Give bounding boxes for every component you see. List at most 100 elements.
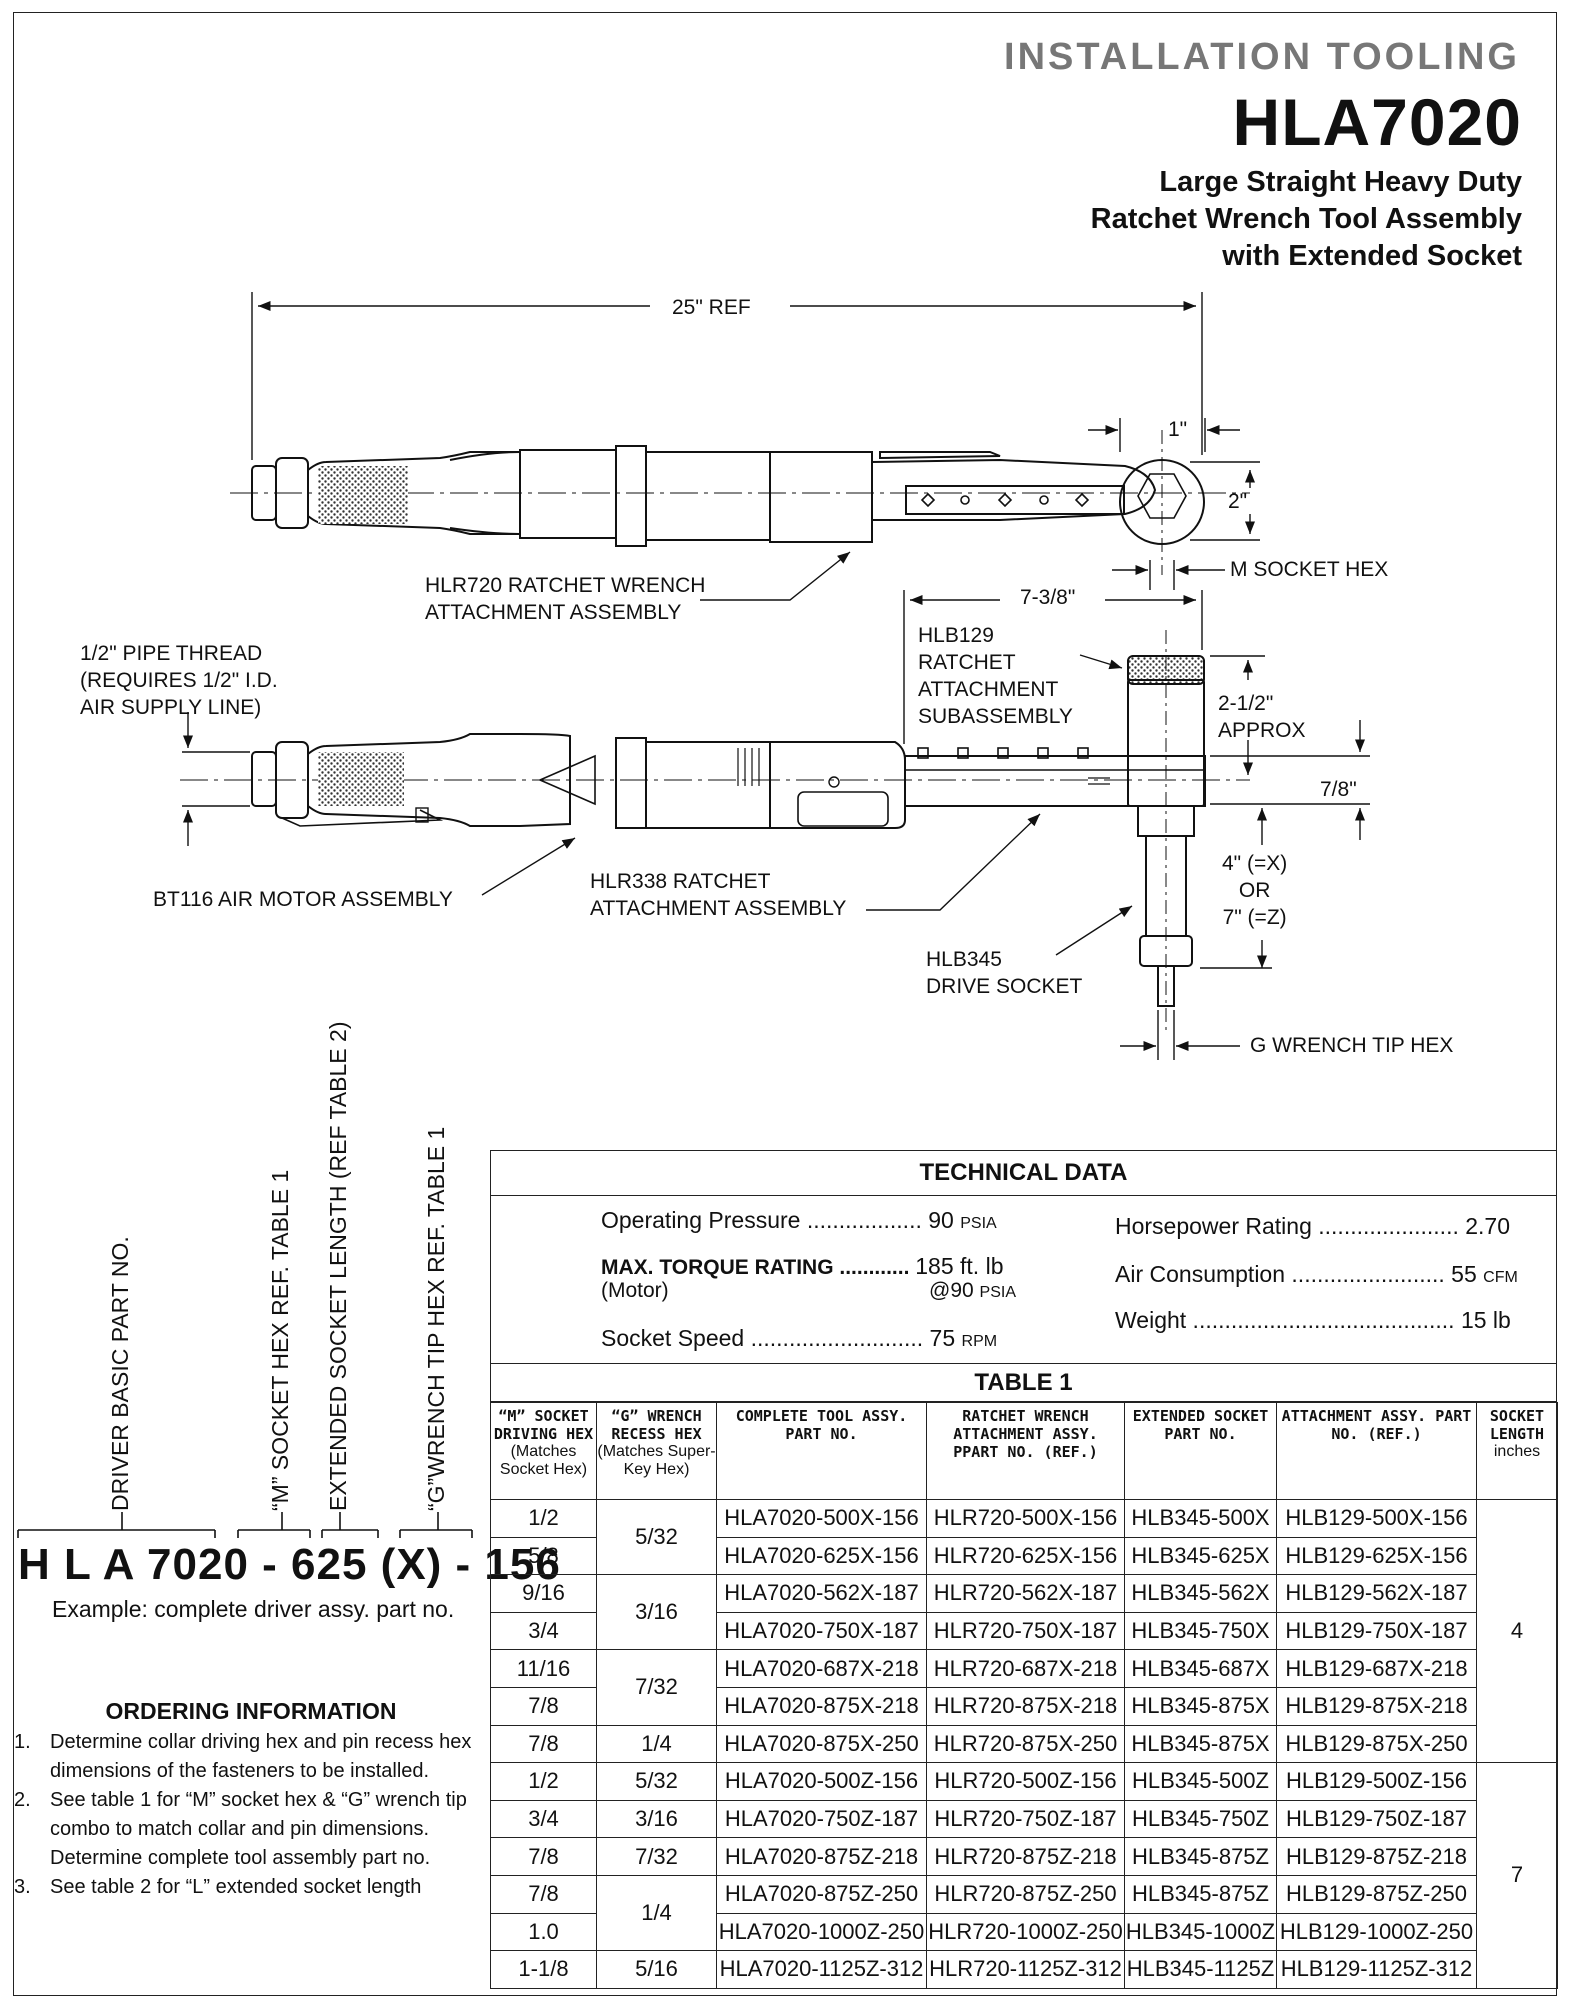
ordering-list: 1. Determine collar driving hex and pin …	[14, 1728, 492, 1902]
cell-complete-tool-part: HLA7020-875Z-250	[716, 1874, 927, 1914]
spec-unit: PSIA	[979, 1284, 1016, 1301]
hlb129-label: HLB129 RATCHET ATTACHMENT SUBASSEMBLY	[918, 622, 1073, 730]
header-text: SOCKET LENGTH	[1489, 1407, 1545, 1443]
item-number: 1.	[14, 1731, 31, 1753]
horsepower-rating: Horsepower Rating ......................…	[1115, 1213, 1510, 1240]
spec-value: 15 lb	[1460, 1307, 1511, 1333]
cell-extended-socket-part: HLB345-500X	[1124, 1499, 1277, 1538]
cell-complete-tool-part: HLA7020-625X-156	[716, 1536, 927, 1576]
cell-extended-socket-part: HLB345-875Z	[1124, 1837, 1277, 1876]
label-line: ATTACHMENT ASSEMBLY	[590, 897, 847, 920]
label-line: 7" (=Z)	[1222, 906, 1287, 929]
cell-ratchet-wrench-part: HLR720-1000Z-250	[926, 1912, 1125, 1952]
cell-g-wrench-hex: 7/32	[596, 1837, 717, 1876]
cell-m-socket-hex: 7/8	[490, 1686, 597, 1726]
cell-ratchet-wrench-part: HLR720-875Z-250	[926, 1874, 1125, 1914]
spec-unit: CFM	[1483, 1269, 1518, 1286]
technical-data-box: TECHNICAL DATA Operating Pressure ......…	[490, 1150, 1557, 1364]
spec-label: Weight .................................…	[1115, 1307, 1455, 1333]
label-line: HLB345	[926, 948, 1002, 971]
cell-g-wrench-hex: 7/32	[596, 1649, 717, 1726]
cell-attachment-part: HLB129-562X-187	[1276, 1574, 1477, 1613]
subtitle-line: Ratchet Wrench Tool Assembly	[1090, 203, 1522, 235]
spec-value: 90	[928, 1207, 954, 1233]
spec-label: Air Consumption ........................	[1115, 1261, 1445, 1287]
spec-value: @90	[929, 1279, 974, 1302]
header-note: (Matches Socket Hex)	[499, 1443, 588, 1478]
cell-m-socket-hex: 7/8	[490, 1724, 597, 1764]
spec-unit: RPM	[961, 1333, 998, 1350]
divider	[491, 1195, 1556, 1196]
cell-ratchet-wrench-part: HLR720-500Z-156	[926, 1762, 1125, 1801]
label-line: HLR720 RATCHET WRENCH	[425, 574, 706, 597]
cell-m-socket-hex: 7/8	[490, 1837, 597, 1876]
subtitle-line: Large Straight Heavy Duty	[1159, 166, 1522, 198]
spec-label: Horsepower Rating ......................	[1115, 1213, 1459, 1239]
header-note: (Matches Super-Key Hex)	[597, 1443, 716, 1478]
operating-pressure: Operating Pressure .................. 90…	[601, 1207, 997, 1234]
dim-2-inch: 2"	[1228, 490, 1248, 513]
cell-m-socket-hex: 11/16	[490, 1649, 597, 1688]
spec-value: 185 ft. lb	[915, 1253, 1004, 1279]
cell-attachment-part: HLB129-625X-156	[1276, 1536, 1477, 1576]
dim-2-1-2-approx: 2-1/2" APPROX	[1218, 690, 1306, 744]
cell-attachment-part: HLB129-500Z-156	[1276, 1762, 1477, 1801]
model-title: HLA7020	[1232, 85, 1522, 159]
cell-extended-socket-part: HLB345-625X	[1124, 1536, 1277, 1576]
list-item: 2. See table 1 for “M” socket hex & “G” …	[14, 1786, 492, 1873]
cell-attachment-part: HLB129-875X-218	[1276, 1686, 1477, 1726]
part-number-brackets	[17, 1512, 473, 1538]
label-m-socket-hex: “M” SOCKET HEX REF. TABLE 1	[267, 1169, 293, 1511]
label-g-wrench-tip-hex: “G”WRENCH TIP HEX REF. TABLE 1	[423, 1126, 449, 1511]
cell-ratchet-wrench-part: HLR720-875X-250	[926, 1724, 1125, 1764]
item-number: 2.	[14, 1789, 31, 1811]
cell-socket-length: 7	[1476, 1762, 1558, 1989]
cell-extended-socket-part: HLB345-500Z	[1124, 1762, 1277, 1801]
cell-attachment-part: HLB129-687X-218	[1276, 1649, 1477, 1688]
spec-label: Operating Pressure ..................	[601, 1207, 922, 1233]
part-number-example: H L A 7020 - 625 (X) - 156	[18, 1540, 561, 1589]
cell-complete-tool-part: HLA7020-500X-156	[716, 1499, 927, 1538]
dim-1-inch: 1"	[1168, 418, 1188, 441]
label-line: 1/2" PIPE THREAD	[80, 642, 263, 665]
label-line: OR	[1238, 879, 1271, 902]
cell-g-wrench-hex: 5/16	[596, 1950, 717, 1989]
cell-ratchet-wrench-part: HLR720-875X-218	[926, 1686, 1125, 1726]
cell-complete-tool-part: HLA7020-1125Z-312	[716, 1950, 927, 1989]
spec-value: 75	[929, 1325, 956, 1351]
page-frame	[13, 12, 1557, 1996]
cell-attachment-part: HLB129-750Z-187	[1276, 1799, 1477, 1839]
socket-speed: Socket Speed ...........................…	[601, 1325, 997, 1352]
part-number-caption: Example: complete driver assy. part no.	[52, 1596, 455, 1622]
pipe-thread-label: 1/2" PIPE THREAD (REQUIRES 1/2" I.D. AIR…	[80, 640, 278, 721]
cell-m-socket-hex: 7/8	[490, 1874, 597, 1914]
label-line: HLB129	[918, 624, 994, 647]
hlr720-label: HLR720 RATCHET WRENCH ATTACHMENT ASSEMBL…	[425, 572, 705, 626]
cell-complete-tool-part: HLA7020-875Z-218	[716, 1837, 927, 1876]
spec-value: 55	[1451, 1261, 1477, 1287]
cell-m-socket-hex: 1/2	[490, 1499, 597, 1538]
subtitle-line: with Extended Socket	[1222, 240, 1522, 272]
header-text: “M” SOCKET DRIVING HEX	[493, 1407, 594, 1443]
max-torque: MAX. TORQUE RATING ............ 185 ft. …	[601, 1253, 1004, 1280]
list-item: 3. See table 2 for “L” extended socket l…	[14, 1873, 492, 1902]
subtitle: Large Straight Heavy Duty Ratchet Wrench…	[1091, 164, 1522, 275]
header-text: EXTENDED SOCKET PART NO.	[1132, 1407, 1269, 1443]
item-text: See table 2 for “L” extended socket leng…	[50, 1876, 422, 1898]
max-torque-sub-value: @90 PSIA	[929, 1279, 1016, 1303]
spec-label: Socket Speed ...........................	[601, 1325, 924, 1351]
table-header-row: “M” SOCKET DRIVING HEX(Matches Socket He…	[490, 1402, 1558, 1500]
max-torque-sub-label: (Motor)	[601, 1279, 669, 1302]
cell-extended-socket-part: HLB345-562X	[1124, 1574, 1277, 1613]
spec-value: 2.70	[1465, 1213, 1510, 1239]
cell-extended-socket-part: HLB345-1125Z	[1124, 1950, 1277, 1989]
header-text: COMPLETE TOOL ASSY. PART NO.	[735, 1407, 908, 1443]
cell-complete-tool-part: HLA7020-500Z-156	[716, 1762, 927, 1801]
cell-ratchet-wrench-part: HLR720-750Z-187	[926, 1799, 1125, 1839]
